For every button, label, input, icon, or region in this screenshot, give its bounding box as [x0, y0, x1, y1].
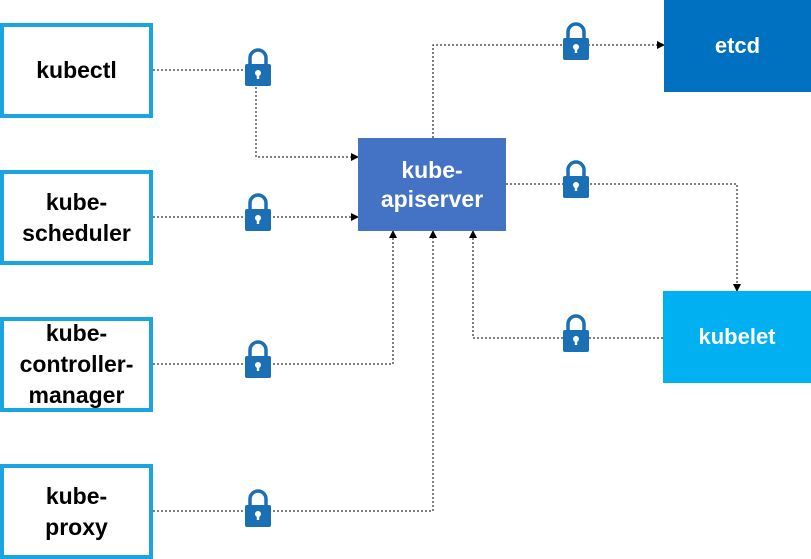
lock-icon	[243, 489, 273, 529]
kubectl-to-apiserver-link	[153, 69, 359, 161]
kube-apiserver-node: kube- apiserver	[358, 138, 506, 231]
apiserver-to-etcd-link	[432, 41, 665, 138]
controller-manager-to-apiserver-link	[153, 230, 397, 365]
kube-proxy-node: kube- proxy	[0, 464, 153, 559]
proxy-to-apiserver-link	[153, 230, 437, 512]
lock-icon	[243, 48, 273, 88]
lock-icon	[561, 314, 591, 354]
apiserver-to-kubelet-link	[506, 183, 741, 292]
kube-scheduler-node: kube- scheduler	[0, 170, 153, 265]
lock-icon	[561, 160, 591, 200]
kubelet-to-apiserver-link	[469, 230, 663, 339]
lock-icon	[243, 193, 273, 233]
etcd-node: etcd	[664, 0, 811, 92]
lock-icon	[561, 22, 591, 62]
lock-icon	[243, 340, 273, 380]
kube-controller-manager-node: kube- controller- manager	[0, 317, 153, 412]
kubectl-node: kubectl	[0, 23, 153, 118]
kubelet-node: kubelet	[663, 291, 811, 383]
